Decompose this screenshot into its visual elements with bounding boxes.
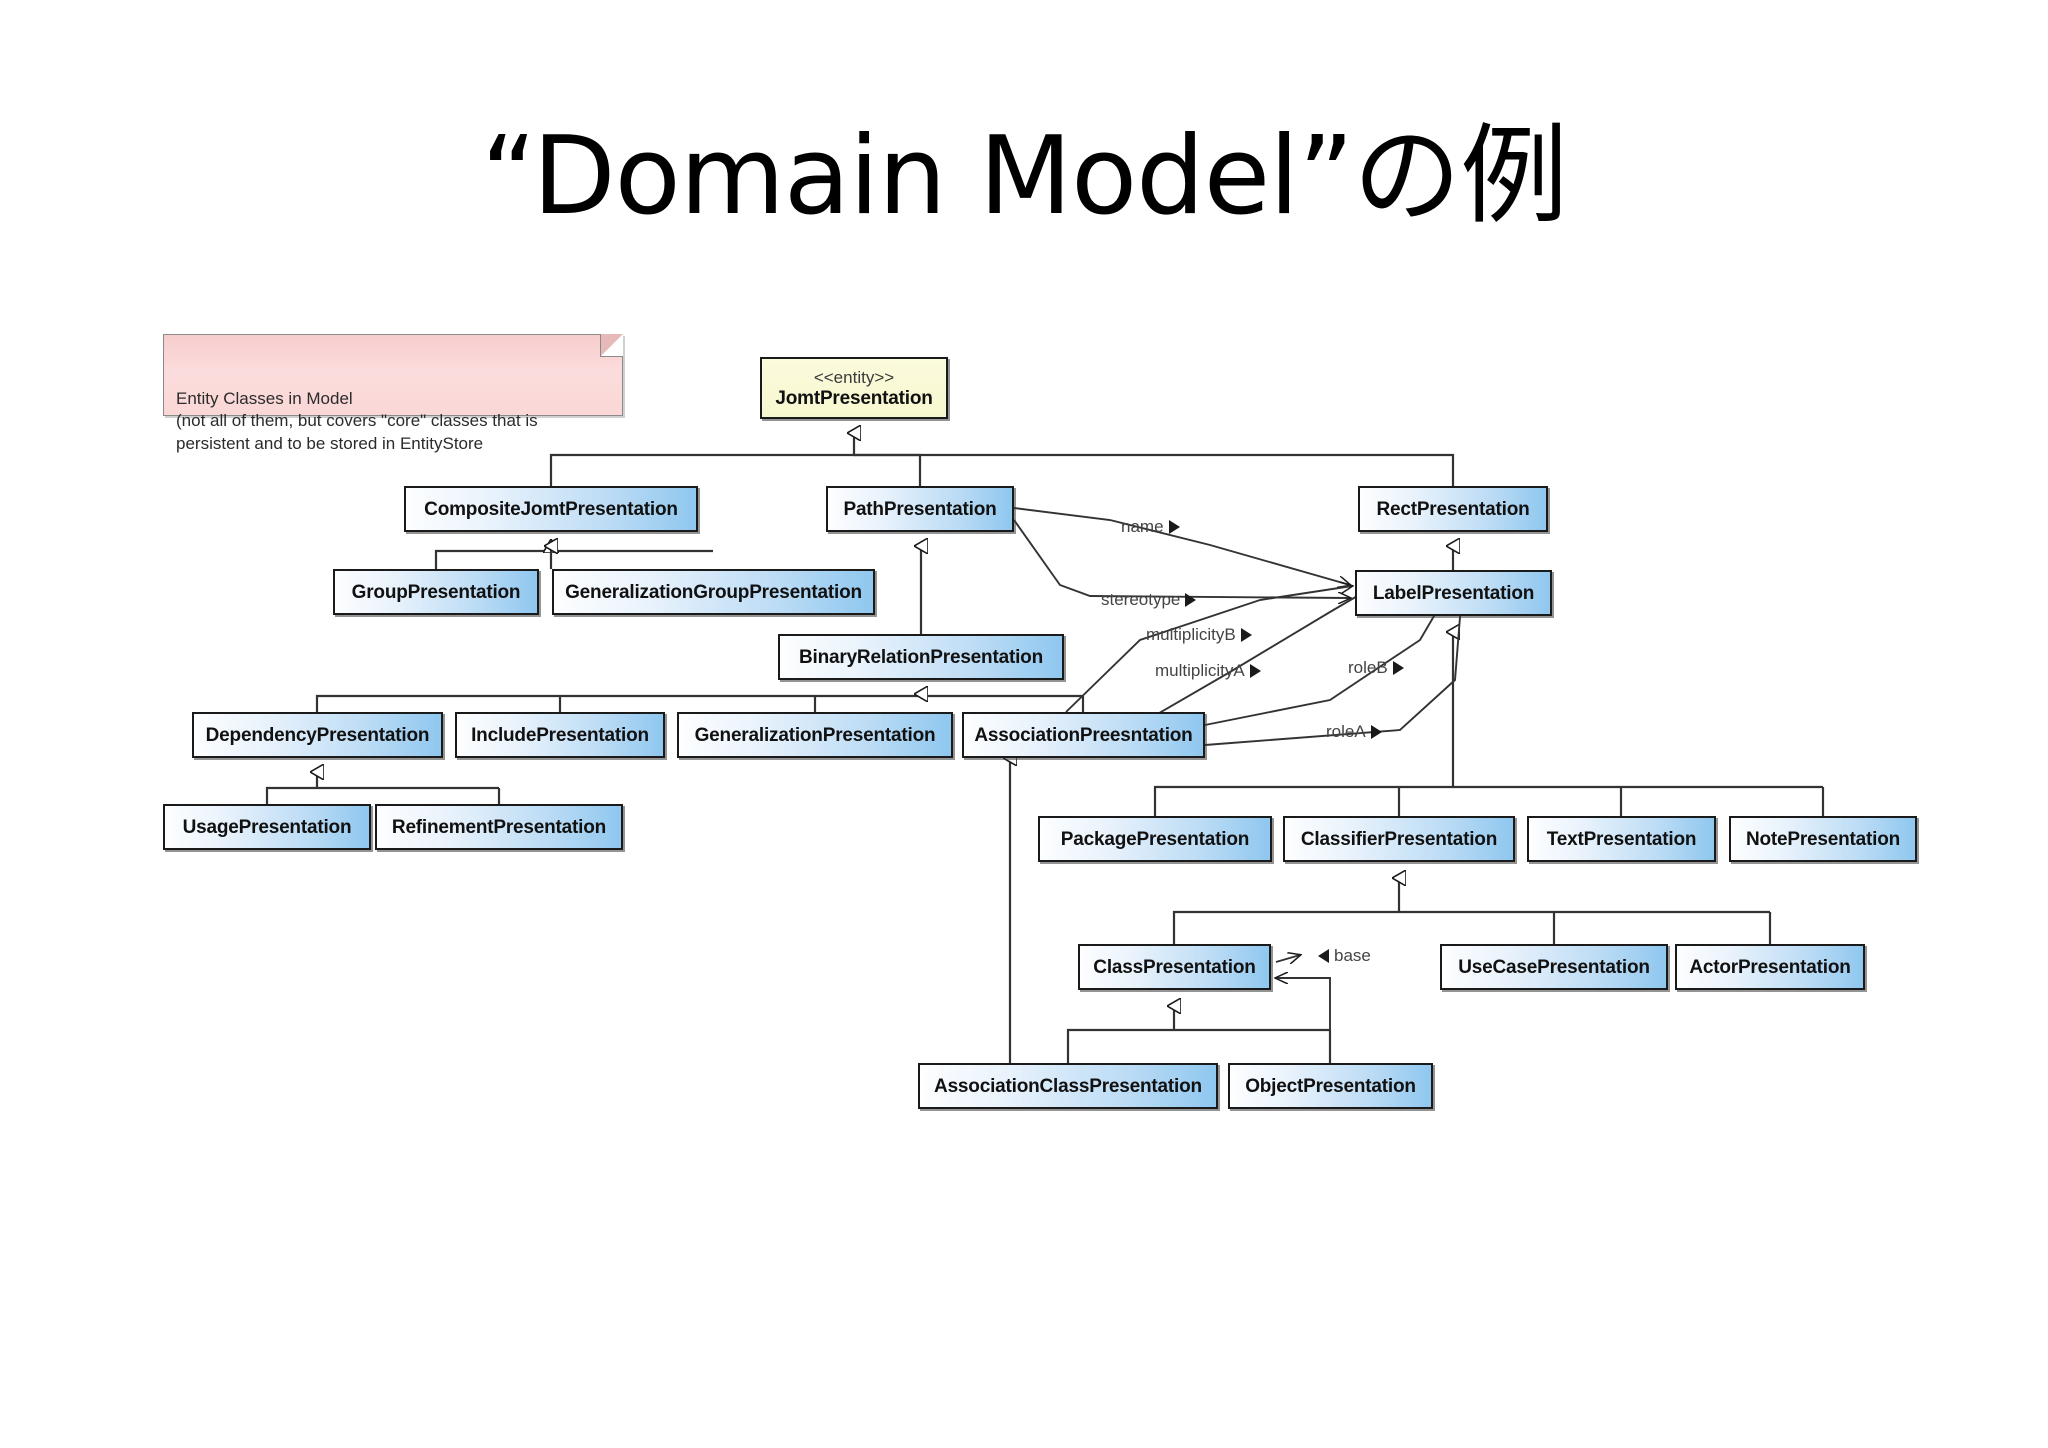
direction-triangle-icon xyxy=(1318,949,1329,963)
assoc-label-name: name xyxy=(1121,517,1180,537)
class-label-generaliz: GeneralizationPresentation xyxy=(694,724,936,746)
class-box-dependency[interactable]: DependencyPresentation xyxy=(192,712,443,758)
assoc-label-text: stereotype xyxy=(1101,590,1181,609)
class-label-include: IncludePresentation xyxy=(471,724,649,746)
class-label-binary: BinaryRelationPresentation xyxy=(799,646,1043,668)
assoc-label-text: multiplicityA xyxy=(1155,661,1245,680)
assoc-label-text: roleA xyxy=(1326,722,1366,741)
class-box-include[interactable]: IncludePresentation xyxy=(455,712,665,758)
class-label-refinement: RefinementPresentation xyxy=(391,816,607,838)
assoc-label-base: base xyxy=(1318,946,1371,966)
class-label-actor: ActorPresentation xyxy=(1689,956,1851,978)
direction-triangle-icon xyxy=(1240,628,1252,642)
class-label-assocClass: AssociationClassPresentation xyxy=(934,1075,1202,1097)
class-label-dependency: DependencyPresentation xyxy=(205,724,430,746)
class-box-text[interactable]: TextPresentation xyxy=(1527,816,1716,862)
class-box-object[interactable]: ObjectPresentation xyxy=(1228,1063,1433,1109)
class-stereotype-jomt: <<entity>> xyxy=(813,367,895,387)
assoc-label-text: multiplicityB xyxy=(1146,625,1236,644)
note-fold-corner xyxy=(600,334,623,357)
class-box-jomt[interactable]: <<entity>>JomtPresentation xyxy=(760,357,948,419)
class-label-rect: RectPresentation xyxy=(1376,498,1530,520)
note-text: Entity Classes in Model (not all of them… xyxy=(176,388,538,453)
class-box-class[interactable]: ClassPresentation xyxy=(1078,944,1271,990)
class-box-generaliz[interactable]: GeneralizationPresentation xyxy=(677,712,953,758)
class-label-note: NotePresentation xyxy=(1745,828,1901,850)
class-label-object: ObjectPresentation xyxy=(1245,1075,1416,1097)
class-box-usage[interactable]: UsagePresentation xyxy=(163,804,371,850)
assoc-label-multiplicityB: multiplicityB xyxy=(1146,625,1252,645)
class-label-usecase: UseCasePresentation xyxy=(1458,956,1650,978)
assoc-label-text: roleB xyxy=(1348,658,1388,677)
class-label-class: ClassPresentation xyxy=(1093,956,1256,978)
class-box-genGroup[interactable]: GeneralizationGroupPresentation xyxy=(552,569,875,615)
class-box-rect[interactable]: RectPresentation xyxy=(1358,486,1548,532)
class-label-composite: CompositeJomtPresentation xyxy=(424,498,678,520)
assoc-label-text: name xyxy=(1121,517,1164,536)
class-label-group: GroupPresentation xyxy=(351,581,521,603)
class-box-label[interactable]: LabelPresentation xyxy=(1355,570,1552,616)
direction-triangle-icon xyxy=(1392,661,1404,675)
direction-triangle-icon xyxy=(1249,664,1261,678)
assoc-label-text: base xyxy=(1334,946,1371,965)
class-box-association[interactable]: AssociationPreesntation xyxy=(962,712,1205,758)
class-label-jomt: JomtPresentation xyxy=(775,387,933,409)
assoc-label-roleA: roleA xyxy=(1326,722,1382,742)
class-label-genGroup: GeneralizationGroupPresentation xyxy=(565,581,862,603)
class-box-note[interactable]: NotePresentation xyxy=(1729,816,1917,862)
page-title: “Domain Model”の例 xyxy=(480,114,1568,239)
class-box-package[interactable]: PackagePresentation xyxy=(1038,816,1272,862)
direction-triangle-icon xyxy=(1185,593,1197,607)
class-label-text: TextPresentation xyxy=(1546,828,1697,850)
class-label-path: PathPresentation xyxy=(843,498,997,520)
class-box-group[interactable]: GroupPresentation xyxy=(333,569,539,615)
assoc-label-stereotype: stereotype xyxy=(1101,590,1197,610)
direction-triangle-icon xyxy=(1370,725,1382,739)
class-box-composite[interactable]: CompositeJomtPresentation xyxy=(404,486,698,532)
assoc-label-multiplicityA: multiplicityA xyxy=(1155,661,1261,681)
class-box-classifier[interactable]: ClassifierPresentation xyxy=(1283,816,1515,862)
class-box-assocClass[interactable]: AssociationClassPresentation xyxy=(918,1063,1218,1109)
class-box-binary[interactable]: BinaryRelationPresentation xyxy=(778,634,1064,680)
class-box-refinement[interactable]: RefinementPresentation xyxy=(375,804,623,850)
class-label-association: AssociationPreesntation xyxy=(974,724,1193,746)
class-label-usage: UsagePresentation xyxy=(182,816,352,838)
class-box-path[interactable]: PathPresentation xyxy=(826,486,1014,532)
class-label-classifier: ClassifierPresentation xyxy=(1300,828,1498,850)
entity-classes-note: Entity Classes in Model (not all of them… xyxy=(163,334,623,453)
direction-triangle-icon xyxy=(1168,520,1180,534)
class-label-label: LabelPresentation xyxy=(1372,582,1535,604)
class-label-package: PackagePresentation xyxy=(1060,828,1250,850)
assoc-label-roleB: roleB xyxy=(1348,658,1404,678)
class-box-actor[interactable]: ActorPresentation xyxy=(1675,944,1865,990)
class-box-usecase[interactable]: UseCasePresentation xyxy=(1440,944,1668,990)
